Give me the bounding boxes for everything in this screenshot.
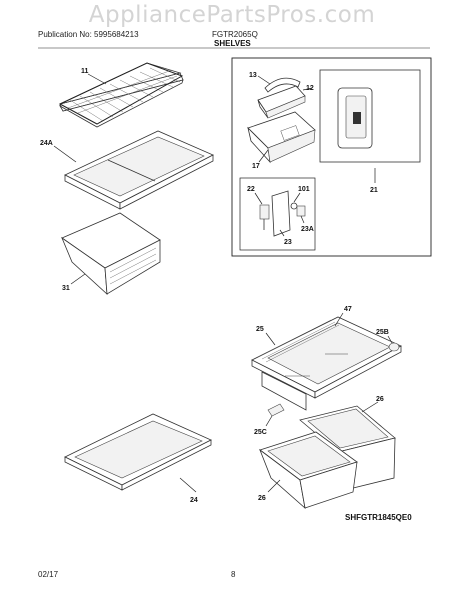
part-shelf-24[interactable] xyxy=(64,413,212,491)
callout-23: 23 xyxy=(284,239,292,246)
part-handle-13[interactable] xyxy=(264,77,301,93)
callout-21: 21 xyxy=(370,187,378,194)
sub-assembly-frame xyxy=(239,177,316,251)
callout-11: 11 xyxy=(81,68,89,75)
callout-25B: 25B xyxy=(376,329,389,336)
callout-101: 101 xyxy=(298,186,310,193)
part-crisper-26-left[interactable] xyxy=(259,431,358,510)
model-number: FGTR2065Q xyxy=(212,30,258,39)
footer-date: 02/17 xyxy=(38,570,59,579)
publication-number: Publication No: 5995684213 xyxy=(38,30,139,39)
callout-25C: 25C xyxy=(254,429,267,436)
callout-25: 25 xyxy=(256,326,264,333)
part-wire-shelf[interactable] xyxy=(58,62,184,128)
watermark: AppliancePartsPros.com xyxy=(88,2,376,28)
part-housing-17[interactable] xyxy=(247,111,316,164)
part-support-25C[interactable] xyxy=(267,403,285,417)
assembly-frame xyxy=(231,57,432,257)
callout-26-top: 26 xyxy=(376,396,384,403)
part-shelf-25[interactable] xyxy=(251,316,402,411)
section-title: SHELVES xyxy=(214,39,251,48)
callout-26-bottom: 26 xyxy=(258,495,266,502)
callout-12: 12 xyxy=(306,85,314,92)
callout-31: 31 xyxy=(62,285,70,292)
footer-page-number: 8 xyxy=(231,570,236,579)
part-control-21[interactable] xyxy=(319,69,421,163)
callout-23A: 23A xyxy=(301,226,314,233)
part-drawer-31[interactable] xyxy=(61,212,161,295)
callout-24A: 24A xyxy=(40,140,53,147)
part-shelf-24A[interactable] xyxy=(64,130,214,210)
part-thermostat-23[interactable] xyxy=(259,190,291,237)
part-knob-101[interactable] xyxy=(290,202,298,210)
callout-17: 17 xyxy=(252,163,260,170)
part-bracket-23A[interactable] xyxy=(296,205,306,217)
diagram-code: SHFGTR1845QE0 xyxy=(345,513,412,522)
callout-22: 22 xyxy=(247,186,255,193)
callout-13: 13 xyxy=(249,72,257,79)
part-clip-25B[interactable] xyxy=(388,342,400,352)
callout-47: 47 xyxy=(344,306,352,313)
callout-24: 24 xyxy=(190,497,198,504)
part-cover-12[interactable] xyxy=(257,85,306,119)
